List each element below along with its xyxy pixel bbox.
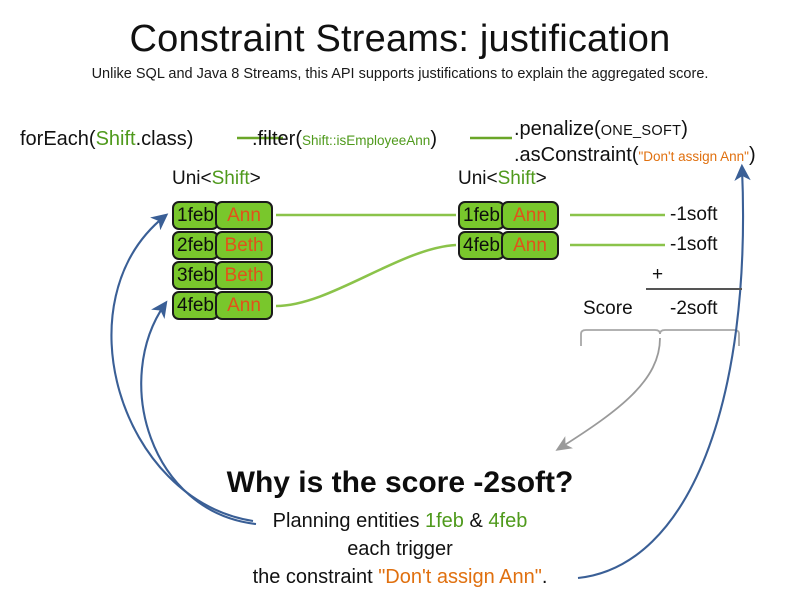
tuple-employee: Ann [215, 201, 273, 230]
tuple-employee: Ann [501, 201, 559, 230]
score-explains-arrow [555, 337, 661, 451]
penalize-suffix: ) [681, 118, 688, 140]
right-stream-label: Uni<Shift> [458, 168, 547, 190]
page-title: Constraint Streams: justification [129, 18, 671, 60]
wire-4feb [275, 243, 457, 308]
tuple-date: 4feb [458, 231, 505, 260]
explanation-line-1: Planning entities 1feb & 4feb [0, 510, 800, 533]
filter-prefix: .filter( [252, 128, 302, 150]
line1-amp: & [463, 510, 489, 532]
explanation-heading: Why is the score -2soft? [226, 466, 574, 499]
score-brace [580, 329, 740, 346]
left-label-suffix: > [249, 168, 261, 189]
line3-prefix: the constraint [252, 566, 379, 588]
tuple-date: 1feb [458, 201, 505, 230]
for-each-type: Shift [95, 128, 136, 150]
score-total: -2soft [670, 298, 718, 319]
right-tuple-row[interactable]: 4feb Ann [458, 231, 559, 260]
left-label-type: Shift [211, 168, 250, 189]
as-constraint-suffix: ) [748, 144, 756, 166]
code-for-each: forEach(Shift.class) [20, 128, 193, 151]
left-tuple-row[interactable]: 2feb Beth [172, 231, 273, 260]
line3-suffix: . [541, 566, 548, 588]
for-each-suffix: .class) [135, 128, 194, 150]
code-penalize: .penalize(ONE_SOFT) [514, 118, 688, 141]
right-label-type: Shift [497, 168, 536, 189]
penalty-value: -1soft [670, 234, 718, 255]
as-constraint-prefix: .asConstraint( [514, 144, 639, 166]
sum-operator: + [652, 264, 664, 285]
left-tuple-row[interactable]: 4feb Ann [172, 291, 273, 320]
line1-prefix: Planning entities [272, 510, 425, 532]
tuple-employee: Beth [215, 231, 273, 260]
score-label: Score [583, 298, 633, 319]
filter-arg: Shift::isEmployeeAnn [302, 133, 431, 148]
tuple-date: 1feb [172, 201, 219, 230]
code-filter: .filter(Shift::isEmployeeAnn) [252, 128, 437, 151]
explanation-line-3: the constraint "Don't assign Ann". [0, 566, 800, 589]
penalty-value: -1soft [670, 204, 718, 225]
tuple-date: 4feb [172, 291, 219, 320]
as-constraint-arg: "Don't assign Ann" [638, 149, 749, 164]
tuple-employee: Ann [501, 231, 559, 260]
left-label-prefix: Uni< [172, 168, 212, 189]
tuple-date: 3feb [172, 261, 219, 290]
sum-rule [646, 288, 742, 290]
tuple-employee: Ann [215, 291, 273, 320]
penalize-prefix: .penalize( [514, 118, 601, 140]
line1-entity-a: 1feb [425, 510, 464, 532]
right-label-prefix: Uni< [458, 168, 498, 189]
right-tuple-row[interactable]: 1feb Ann [458, 201, 559, 230]
line1-entity-b: 4feb [488, 510, 528, 532]
filter-suffix: ) [430, 128, 437, 150]
for-each-prefix: forEach( [20, 128, 96, 150]
tuple-employee: Beth [215, 261, 273, 290]
left-tuple-row[interactable]: 3feb Beth [172, 261, 273, 290]
line3-constraint: "Don't assign Ann" [378, 566, 542, 588]
left-stream-label: Uni<Shift> [172, 168, 261, 190]
left-tuple-row[interactable]: 1feb Ann [172, 201, 273, 230]
explanation-line-2: each trigger [347, 538, 453, 560]
right-label-suffix: > [535, 168, 547, 189]
tuple-date: 2feb [172, 231, 219, 260]
page-subtitle: Unlike SQL and Java 8 Streams, this API … [91, 66, 709, 82]
code-as-constraint: .asConstraint("Don't assign Ann") [514, 144, 756, 167]
penalize-arg: ONE_SOFT [600, 123, 682, 139]
